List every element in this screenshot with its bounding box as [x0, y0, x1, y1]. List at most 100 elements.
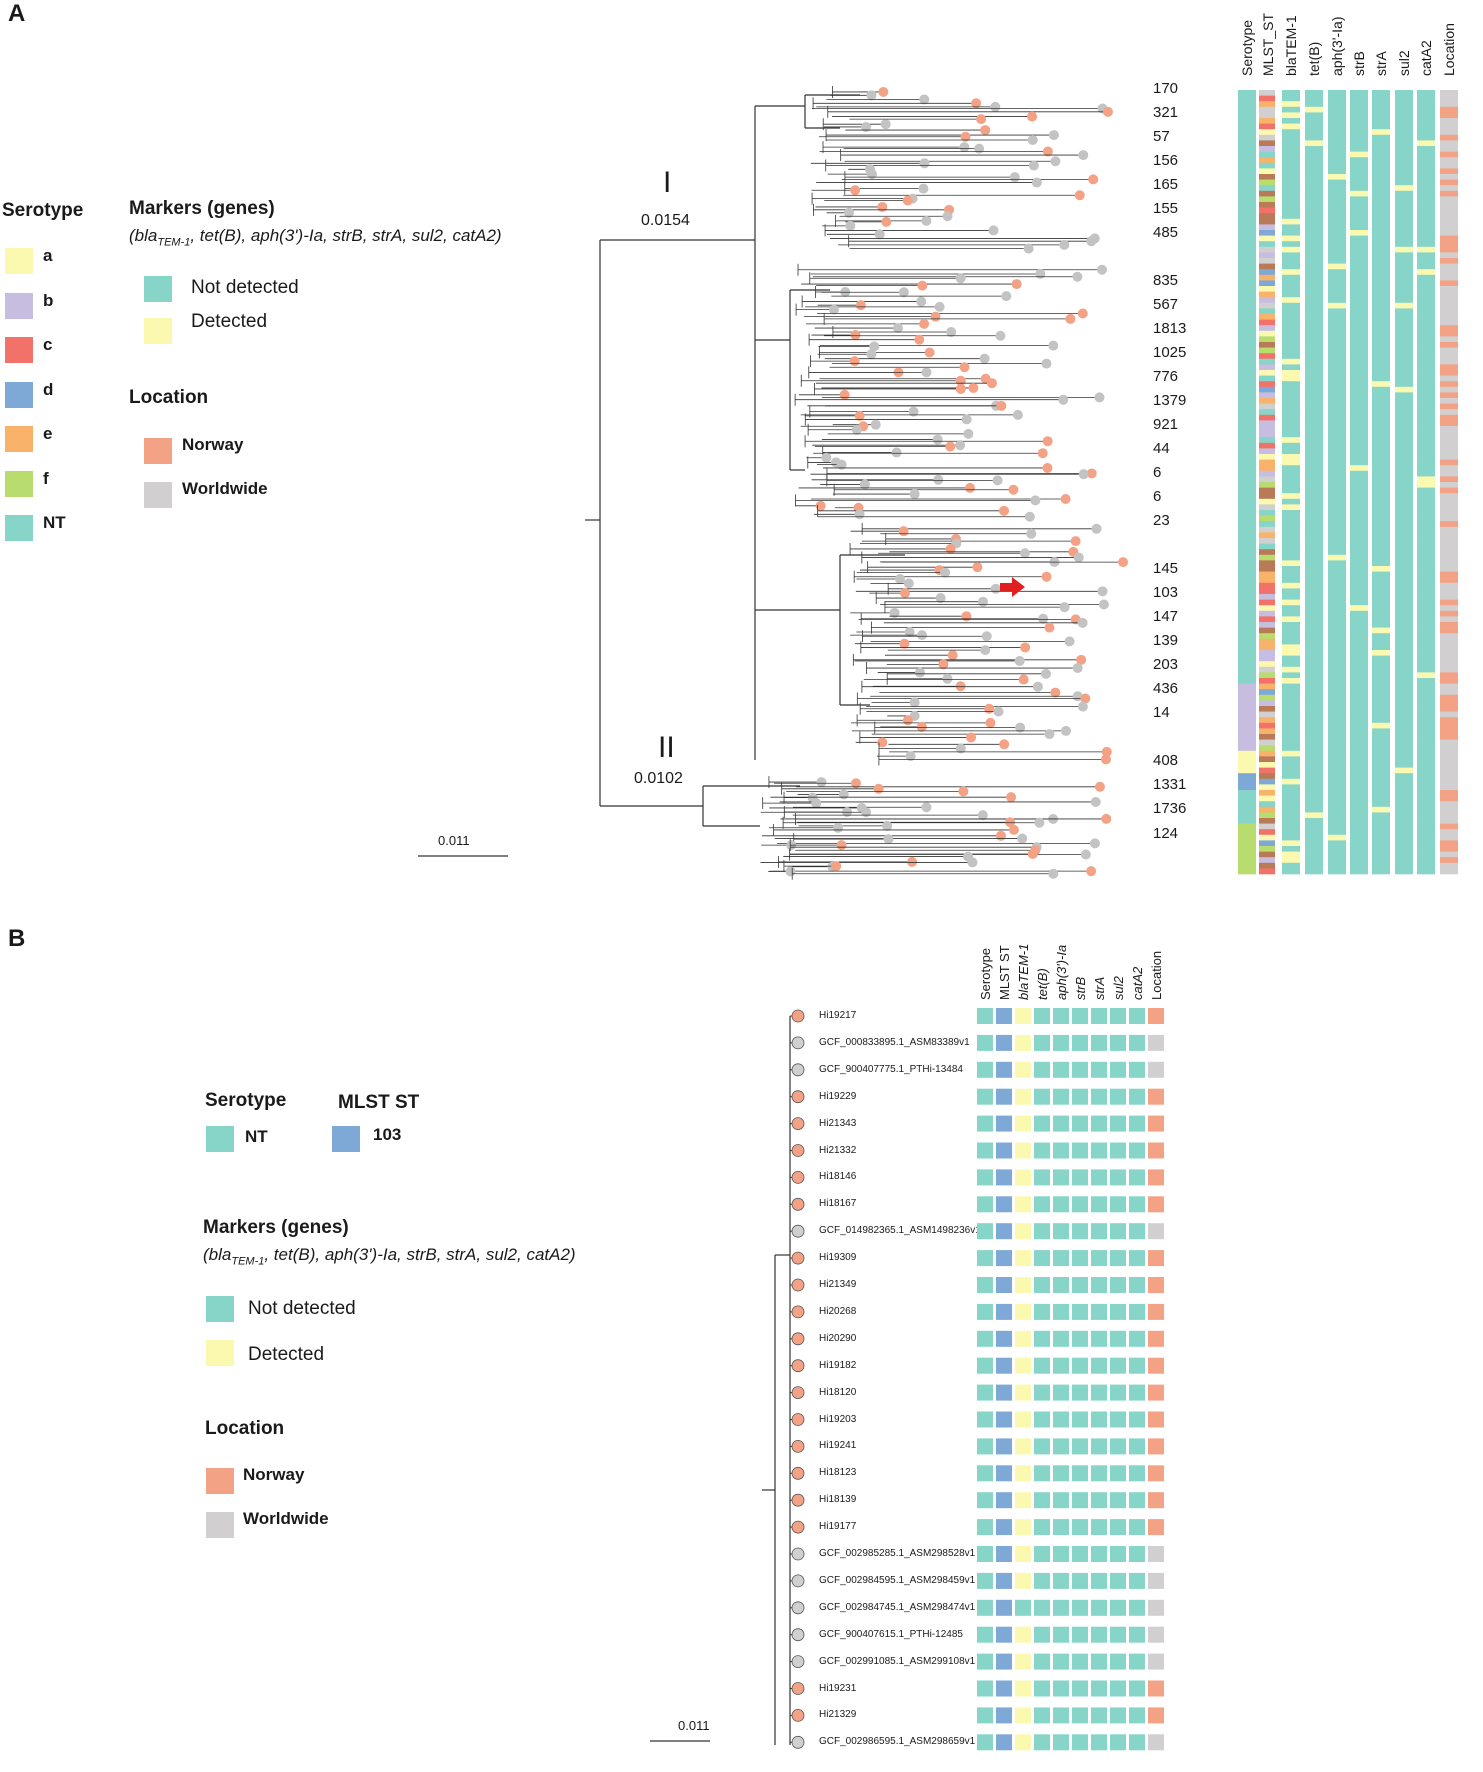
heatmap-cell-a [1395, 739, 1413, 746]
heatmap-cell-a [1305, 851, 1323, 858]
heatmap-cell-a [1372, 610, 1390, 617]
heatmap-cell-a [1282, 426, 1300, 432]
heatmap-cell-a [1305, 655, 1323, 662]
heatmap-cell-a [1328, 168, 1346, 175]
heatmap-cell-a [1372, 207, 1390, 214]
heatmap-cell-a [1328, 280, 1346, 287]
heatmap-cell-b [1034, 1411, 1050, 1428]
heatmap-cell-a [1395, 426, 1413, 432]
heatmap-cell-b [1148, 1519, 1164, 1536]
heatmap-cell-b [977, 1546, 993, 1562]
heatmap-cell-a [1259, 812, 1275, 819]
heatmap-cell-a [1305, 420, 1323, 427]
tip-node-worldwide-b [791, 1628, 805, 1642]
heatmap-cell-a [1350, 218, 1368, 225]
heatmap-cell-a [1350, 470, 1368, 477]
heatmap-cell-a [1259, 465, 1275, 472]
heatmap-cell-a [1395, 711, 1413, 718]
heatmap-cell-a [1282, 241, 1300, 248]
tip-node-norway [1006, 792, 1017, 803]
heatmap-cell-a [1259, 381, 1275, 388]
heatmap-cell-a [1305, 722, 1323, 729]
tip-label: GCF_002984745.1_ASM298474v1 [819, 1601, 976, 1613]
tip-node-norway [1076, 654, 1087, 665]
heatmap-cell-a [1282, 185, 1300, 192]
heatmap-cell-a [1440, 616, 1458, 623]
heatmap-cell-b [996, 1008, 1012, 1024]
tip-label: GCF_002986595.1_ASM298659v1 [819, 1736, 976, 1748]
heatmap-cell-a [1282, 549, 1300, 556]
heatmap-cell-a [1282, 302, 1300, 309]
heatmap-cell-a [1395, 442, 1413, 449]
heatmap-cell-a [1305, 123, 1323, 130]
heatmap-cell-a [1350, 627, 1368, 634]
heatmap-cell-a [1305, 762, 1323, 768]
heatmap-cell-a [1440, 358, 1458, 365]
heatmap-cell-b [1034, 1438, 1050, 1455]
heatmap-cell-a [1417, 269, 1435, 276]
tip-node-norway [873, 783, 884, 794]
tip-node-worldwide [942, 211, 953, 222]
tip-node-worldwide [903, 578, 914, 589]
heatmap-cell-b [1034, 1465, 1050, 1482]
heatmap-cell-a [1282, 532, 1300, 539]
heatmap-cell-a [1417, 487, 1435, 494]
tip-node-norway [985, 717, 996, 728]
heatmap-cell-a [1372, 151, 1390, 158]
tip-node-norway-b [791, 1332, 805, 1346]
heatmap-cell-a [1238, 218, 1256, 225]
heatmap-cell-a [1372, 801, 1390, 808]
heatmap-cell-a [1328, 739, 1346, 746]
heatmap-cell-a [1259, 851, 1275, 858]
st-label: 921 [1153, 416, 1179, 433]
heatmap-cell-a [1417, 627, 1435, 634]
serotype-swatch-e [5, 426, 33, 452]
tip-label: GCF_002985285.1_ASM298528v1 [819, 1548, 976, 1559]
heatmap-cell-a [1395, 538, 1413, 544]
tip-node-worldwide [980, 645, 991, 656]
heatmap-cell-a [1328, 521, 1346, 528]
heatmap-cell-b [1148, 1008, 1164, 1024]
heatmap-cell-a [1440, 582, 1458, 589]
heatmap-cell-a [1259, 784, 1275, 791]
heatmap-cell-a [1259, 174, 1275, 180]
heatmap-cell-a [1395, 129, 1413, 136]
heatmap-cell-a [1395, 588, 1413, 595]
heatmap-cell-a [1372, 286, 1390, 292]
heatmap-cell-a [1282, 812, 1300, 819]
heatmap-cell-a [1350, 336, 1368, 343]
tip-node-worldwide [869, 341, 880, 352]
heatmap-cell-a [1328, 336, 1346, 343]
heatmap-cell-a [1395, 263, 1413, 270]
heatmap-cell-a [1440, 694, 1458, 701]
heatmap-cell-a [1350, 235, 1368, 242]
heatmap-cell-a [1417, 235, 1435, 242]
heatmap-cell-a [1440, 101, 1458, 108]
heatmap-cell-a [1328, 571, 1346, 578]
heatmap-cell-a [1395, 750, 1413, 757]
heatmap-cell-a [1328, 532, 1346, 539]
heatmap-cell-a [1417, 381, 1435, 388]
heatmap-cell-a [1238, 179, 1256, 186]
heatmap-cell-b [1091, 1169, 1107, 1186]
st-label: 203 [1153, 656, 1179, 673]
heatmap-cell-a [1395, 470, 1413, 477]
tip-node-norway [1042, 436, 1053, 447]
heatmap-cell-a [1440, 414, 1458, 421]
heatmap-cell-a [1350, 202, 1368, 208]
heatmap-cell-a [1440, 538, 1458, 544]
heatmap-cell-b [1072, 1599, 1088, 1616]
heatmap-cell-b [1034, 1223, 1050, 1240]
heatmap-cell-a [1238, 801, 1256, 808]
st-label: 147 [1153, 608, 1179, 625]
heatmap-cell-a [1417, 840, 1435, 847]
heatmap-cell-b [1072, 1384, 1088, 1401]
tip-node-worldwide [904, 627, 915, 638]
tip-node-worldwide [1050, 156, 1061, 167]
heatmap-cell-a [1328, 291, 1346, 298]
heatmap-cell-a [1372, 302, 1390, 309]
heatmap-cell-a [1305, 756, 1323, 763]
heatmap-cell-a [1238, 157, 1256, 164]
heatmap-cell-a [1238, 784, 1256, 791]
st-label: 6 [1153, 488, 1162, 505]
